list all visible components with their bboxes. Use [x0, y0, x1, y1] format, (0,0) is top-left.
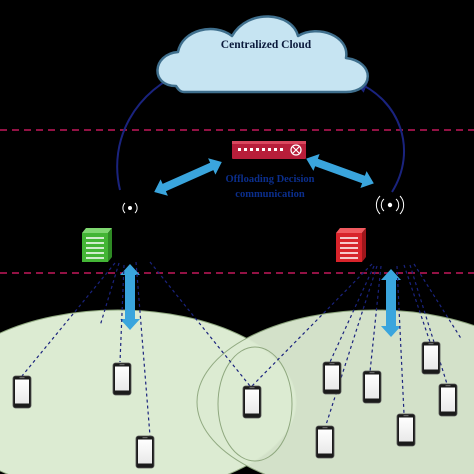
smartphone-icon [396, 413, 416, 447]
offloading-label-line1: Offloading Decision [226, 174, 315, 185]
left-double-arrow [154, 158, 222, 196]
left-antenna-icon [122, 202, 138, 214]
smartphone-icon [421, 341, 441, 375]
smartphone-icon [315, 425, 335, 459]
left-device-links [21, 261, 251, 437]
smartphone-icon [322, 361, 342, 395]
offloading-label-line2: communication [235, 189, 305, 200]
router-icon [232, 141, 306, 159]
cloud-label: Centralized Cloud [221, 39, 312, 51]
cloud-icon [156, 15, 369, 94]
right-cloud-link [353, 79, 406, 193]
smartphone-icon [112, 362, 132, 396]
zone-overlap [217, 346, 293, 462]
smartphone-icon [12, 375, 32, 409]
smartphone-icon [135, 435, 155, 469]
left-vertical-double-arrow [120, 264, 140, 330]
green-server-icon [82, 228, 112, 262]
smartphone-icon [242, 385, 262, 419]
red-server-icon [336, 228, 366, 262]
right-antenna-icon [375, 195, 405, 215]
smartphone-icon [438, 383, 458, 417]
right-vertical-double-arrow [381, 269, 401, 337]
right-double-arrow [306, 153, 374, 189]
right-device-links [251, 263, 463, 429]
smartphone-icon [362, 370, 382, 404]
